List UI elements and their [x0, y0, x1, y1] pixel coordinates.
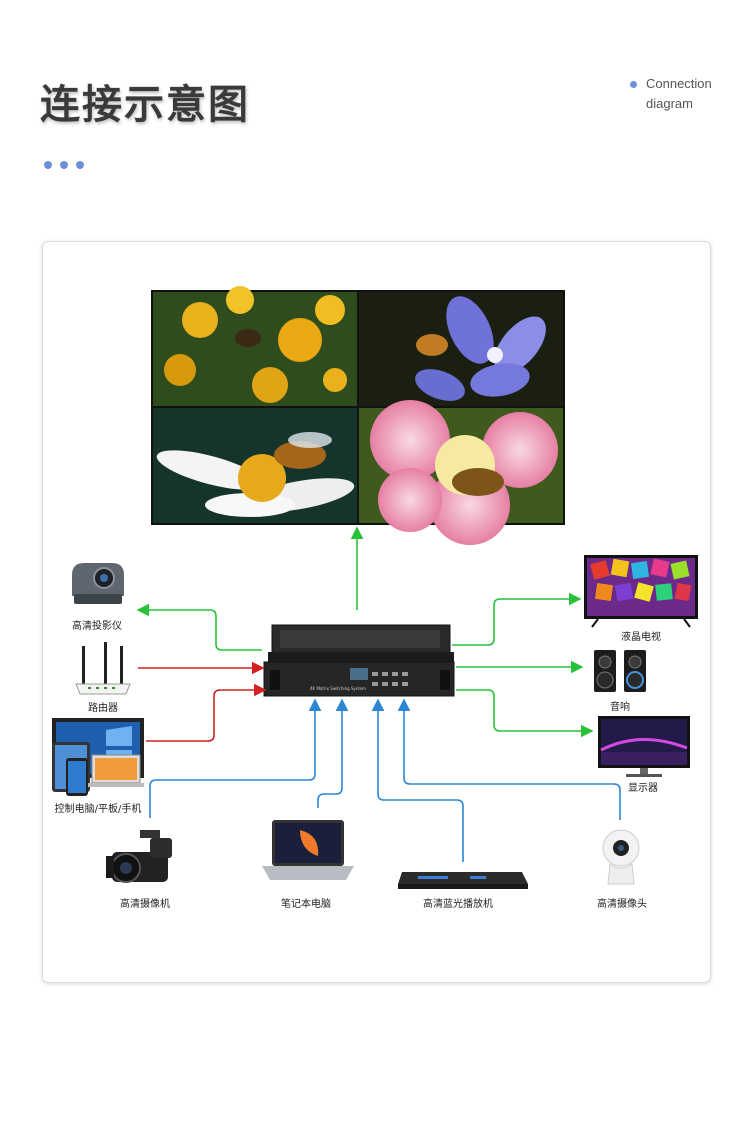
- subtitle-line-1: Connection: [646, 76, 712, 91]
- label-router: 路由器: [88, 703, 118, 714]
- laptop-icon: [262, 820, 354, 880]
- router-icon: [75, 642, 131, 695]
- camcorder-icon: [106, 830, 172, 883]
- projector-icon: [72, 563, 124, 604]
- bluray-player-icon: [398, 872, 528, 889]
- output-lines: [136, 526, 594, 738]
- label-projector: 高清投影仪: [72, 621, 122, 632]
- bullet-icon: [630, 81, 637, 88]
- label-lcd-tv: 液晶电视: [621, 632, 661, 643]
- wall-screen-2: [359, 292, 563, 406]
- security-camera-icon: [602, 829, 640, 885]
- monitor-icon: [598, 716, 690, 777]
- wall-screen-3: [153, 408, 357, 523]
- computer-tablet-phone-icon: [52, 718, 144, 796]
- page-title: 连接示意图: [40, 82, 250, 128]
- subtitle-line-2: diagram: [646, 96, 693, 111]
- label-bluray-player: 高清蓝光播放机: [423, 899, 493, 910]
- video-wall: [151, 286, 565, 545]
- label-security-camera: 高清摄像头: [597, 899, 647, 910]
- lcd-tv-icon: [584, 555, 698, 628]
- label-laptop: 笔记本电脑: [281, 899, 331, 910]
- label-speakers: 音响: [610, 702, 630, 713]
- matrix-front-label: 4K Matrix Switching System: [310, 686, 366, 691]
- control-lines: [138, 661, 267, 742]
- label-computer-tablet-phone: 控制电脑/平板/手机: [54, 804, 142, 815]
- label-camcorder: 高清摄像机: [120, 899, 170, 910]
- speakers-icon: [594, 650, 646, 692]
- wall-screen-4: [359, 400, 563, 545]
- matrix-switcher: 4K Matrix Switching System: [263, 624, 455, 697]
- label-monitor: 显示器: [628, 783, 658, 794]
- input-lines: [149, 698, 621, 862]
- wall-screen-1: [153, 286, 357, 406]
- decorative-dots: [44, 154, 92, 173]
